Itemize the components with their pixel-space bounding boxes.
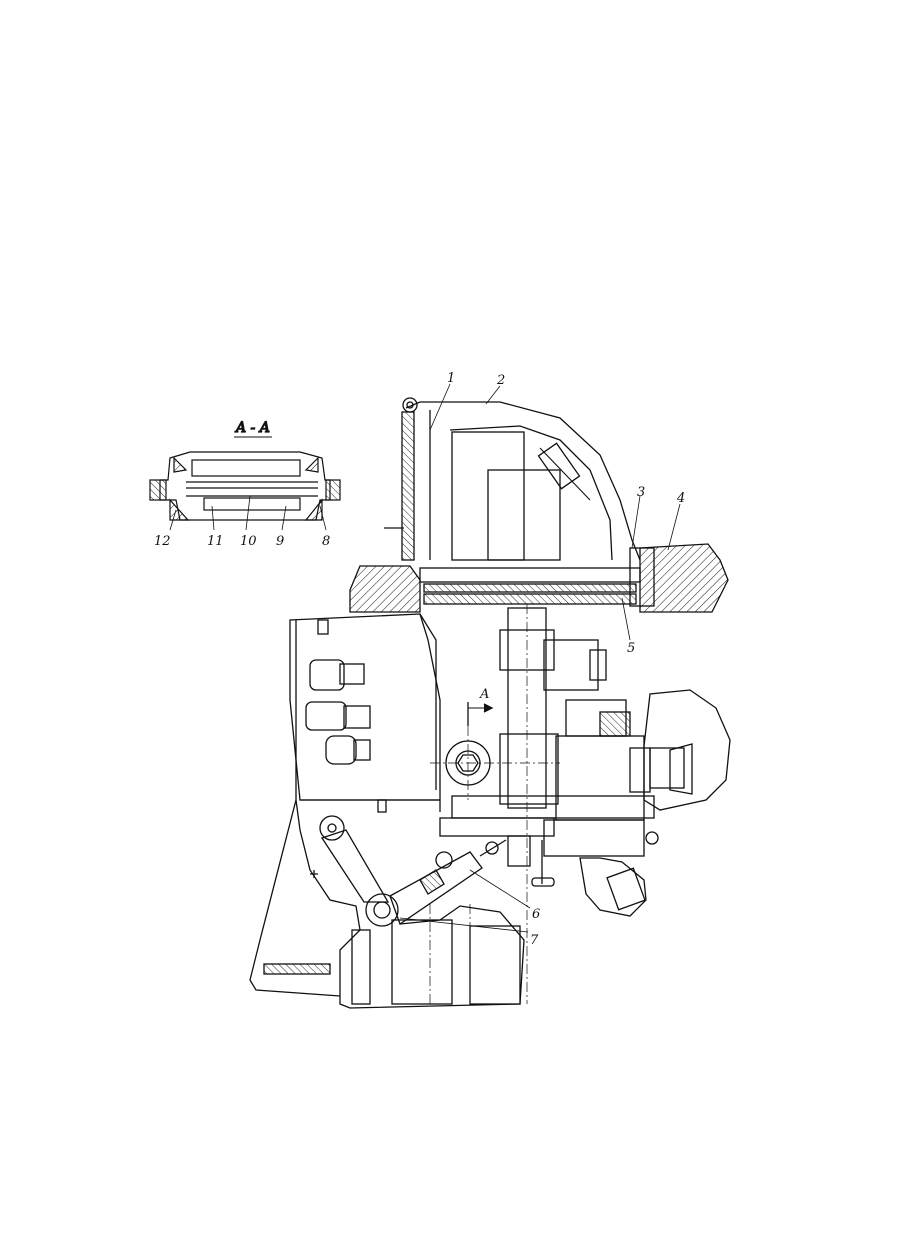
callout-7: 7 (530, 933, 539, 948)
callout-5: 5 (627, 641, 635, 656)
callout-10: 10 (240, 534, 257, 549)
section-view-a-a: A - A (149, 419, 341, 531)
section-title: A - A (234, 420, 270, 436)
callout-8: 8 (322, 534, 330, 549)
callout-4: 4 (676, 491, 685, 506)
callout-2: 2 (496, 373, 505, 388)
callout-6: 6 (532, 907, 540, 922)
callout-11: 11 (207, 534, 224, 549)
callout-1: 1 (447, 371, 455, 386)
callout-3: 3 (637, 485, 645, 500)
callout-12: 12 (154, 534, 171, 549)
section-marker-a: A (479, 687, 489, 702)
callout-9: 9 (276, 534, 284, 549)
main-assembly (249, 383, 731, 1009)
